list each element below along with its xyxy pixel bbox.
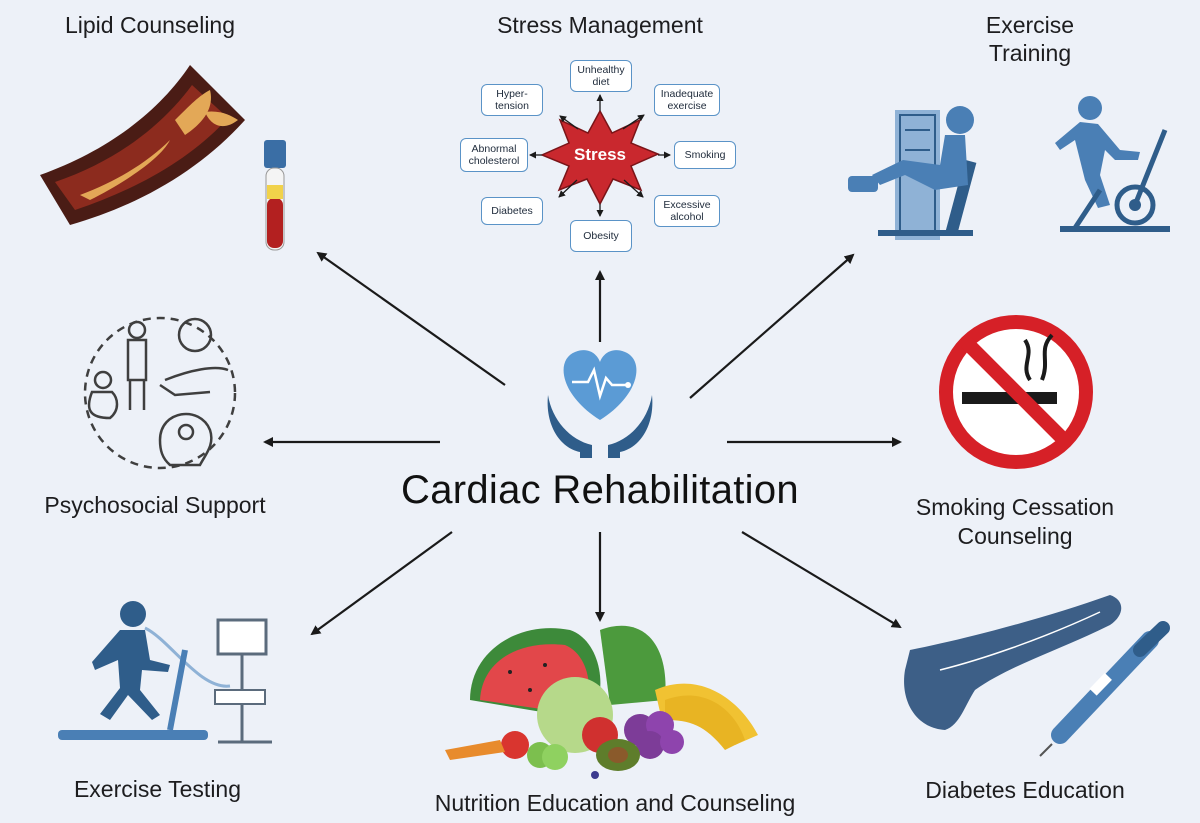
stress-factor-abnormal-cholesterol: Abnormal cholesterol xyxy=(460,138,528,172)
label-nutrition-education: Nutrition Education and Counseling xyxy=(434,790,796,816)
stress-factor-obesity: Obesity xyxy=(570,220,632,252)
no-smoking-icon xyxy=(939,315,1093,469)
pancreas-insulin-icon xyxy=(904,595,1170,757)
label-smoking-cessation-line2: Counseling xyxy=(957,523,1073,549)
stress-factor-excessive-alcohol: Excessive alcohol xyxy=(654,195,720,227)
psychosocial-icon xyxy=(83,316,237,470)
arrow-to-exercise-training xyxy=(689,253,855,399)
heart-hands-icon xyxy=(547,350,653,458)
label-diabetes-education: Diabetes Education xyxy=(925,777,1125,803)
label-exercise-training-line1: Exercise xyxy=(985,12,1075,38)
stress-factor-inadequate-exercise: Inadequate exercise xyxy=(654,84,720,116)
connector-arrows xyxy=(263,251,902,636)
stationary-bike-icon xyxy=(1055,96,1170,232)
label-exercise-training-line2: Training xyxy=(988,40,1072,66)
arrow-to-diabetes xyxy=(741,531,902,629)
exercise-machine-icon xyxy=(848,106,977,240)
treadmill-test-icon xyxy=(58,601,272,744)
label-smoking-cessation-line1: Smoking Cessation xyxy=(915,494,1115,520)
fruits-vegetables-icon xyxy=(445,625,758,779)
stress-center-label: Stress xyxy=(574,145,626,164)
stress-factor-hypertension: Hyper- tension xyxy=(481,84,543,116)
stress-diagram xyxy=(529,94,671,217)
stress-factor-smoking: Smoking xyxy=(674,141,736,169)
label-stress-management: Stress Management xyxy=(497,12,703,38)
arrow-to-lipid xyxy=(316,251,506,386)
blood-tube-icon xyxy=(264,140,286,251)
main-title: Cardiac Rehabilitation xyxy=(401,468,799,512)
arrow-to-exercise-testing xyxy=(310,531,453,636)
stress-factor-diabetes: Diabetes xyxy=(481,197,543,225)
label-exercise-testing: Exercise Testing xyxy=(73,776,242,802)
label-psychosocial-support: Psychosocial Support xyxy=(44,492,266,518)
artery-icon xyxy=(40,65,245,225)
stress-factor-unhealthy-diet: Unhealthy diet xyxy=(570,60,632,92)
label-lipid-counseling: Lipid Counseling xyxy=(64,12,236,38)
